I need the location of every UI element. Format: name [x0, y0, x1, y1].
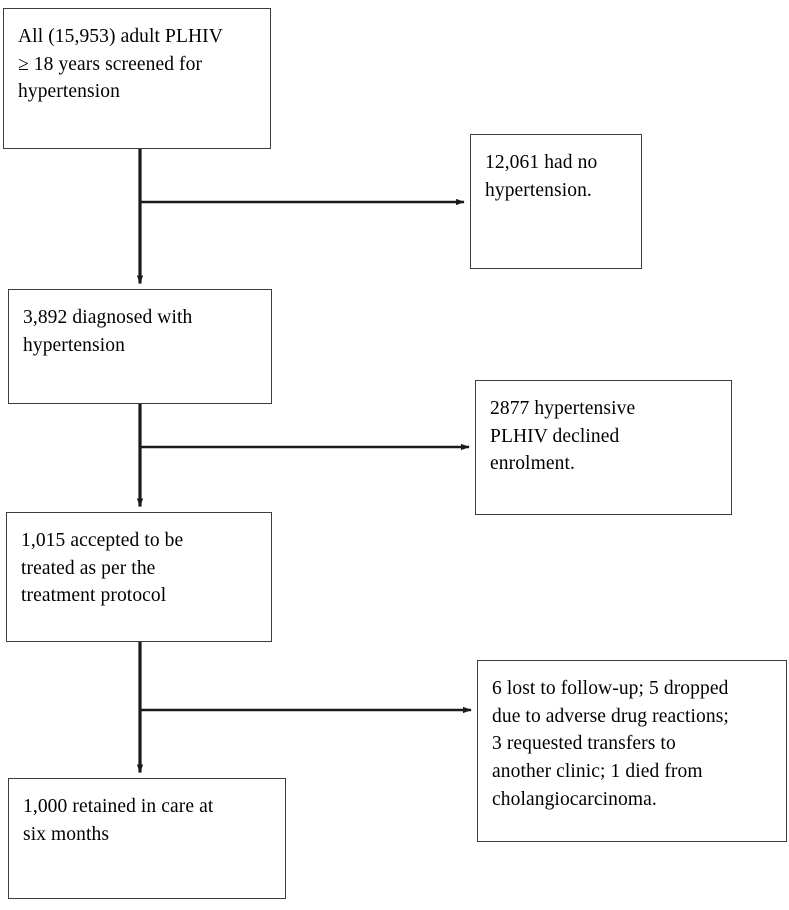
node-no-hypertension-excluded: 12,061 had no hypertension.: [470, 134, 642, 269]
node-retained-in-care: 1,000 retained in care at six months: [8, 778, 286, 899]
node-screened-population: All (15,953) adult PLHIV ≥ 18 years scre…: [3, 8, 271, 149]
node-accepted-treatment: 1,015 accepted to be treated as per the …: [6, 512, 272, 642]
node-declined-enrolment: 2877 hypertensive PLHIV declined enrolme…: [475, 380, 732, 515]
node-attrition-reasons: 6 lost to follow-up; 5 dropped due to ad…: [477, 660, 787, 842]
node-diagnosed-hypertension: 3,892 diagnosed with hypertension: [8, 289, 272, 404]
